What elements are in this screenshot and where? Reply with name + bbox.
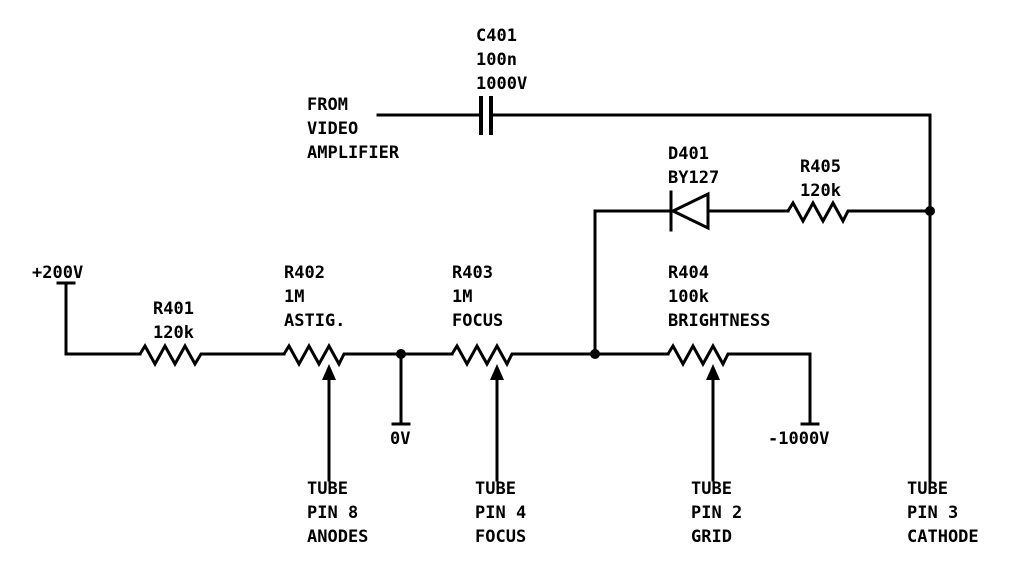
wiper-arrow-r404	[706, 364, 720, 380]
tube-pin-anodes-line-3: ANODES	[307, 527, 368, 547]
tube-pin-focus-line-2: PIN 4	[475, 503, 526, 523]
d401-label-part: BY127	[668, 168, 719, 188]
capacitor-c401	[479, 96, 493, 135]
supply-label-plus-200v: +200V	[32, 263, 83, 283]
supply-terminals	[56, 281, 820, 426]
wire-junction-to-diode	[593, 209, 672, 356]
input-label-line-3: AMPLIFIER	[307, 143, 400, 163]
tube-pin-grid-line-3: GRID	[691, 527, 732, 547]
r402-label-value: 1M	[284, 287, 304, 307]
c401-label-ref: C401	[476, 26, 517, 46]
resistor-r405-zigzag	[786, 199, 852, 225]
wiper-arrows	[322, 364, 720, 380]
resistors	[138, 199, 852, 368]
r405-label-value: 120k	[800, 181, 841, 201]
tube-pin-cathode-line-2: PIN 3	[907, 503, 958, 523]
supply-label-minus-1000v: -1000V	[768, 429, 829, 449]
resistor-r403-zigzag	[450, 342, 516, 368]
wire-r404-to-minus-supply	[730, 352, 812, 426]
supply-label-zero-v: 0V	[390, 429, 410, 449]
resistor-r401-zigzag	[138, 342, 206, 368]
junctions	[396, 206, 935, 359]
wire-supply-to-r401	[64, 281, 142, 356]
r404-label-function: BRIGHTNESS	[668, 311, 770, 331]
r402-label-ref: R402	[284, 263, 325, 283]
wiper-arrow-r402	[322, 364, 336, 380]
tube-pin-grid-line-1: TUBE	[691, 479, 732, 499]
input-label-line-2: VIDEO	[307, 119, 358, 139]
wire-capacitor-to-cathode	[490, 113, 932, 482]
labels: FROM VIDEO AMPLIFIER C401 100n 1000V D40…	[32, 26, 979, 547]
r404-label-value: 100k	[668, 287, 709, 307]
resistor-r402-zigzag	[282, 342, 348, 368]
wiper-arrow-r403	[490, 364, 504, 380]
junction-r402-r403	[396, 349, 406, 359]
tube-pin-anodes-line-1: TUBE	[307, 479, 348, 499]
c401-label-voltage: 1000V	[476, 74, 527, 94]
r401-label-value: 120k	[153, 323, 194, 343]
tube-pin-cathode-line-3: CATHODE	[907, 527, 979, 547]
d401-label-ref: D401	[668, 144, 709, 164]
junction-r403-r404	[590, 349, 600, 359]
junction-cathode	[925, 206, 935, 216]
r403-label-value: 1M	[452, 287, 472, 307]
tube-pin-cathode-line-1: TUBE	[907, 479, 948, 499]
tube-pin-focus-line-1: TUBE	[475, 479, 516, 499]
input-label-line-1: FROM	[307, 95, 348, 115]
r403-label-function: FOCUS	[452, 311, 503, 331]
r401-label-ref: R401	[153, 299, 194, 319]
r405-label-ref: R405	[800, 157, 841, 177]
r403-label-ref: R403	[452, 263, 493, 283]
diode-d401	[669, 190, 710, 232]
r402-label-function: ASTIG.	[284, 311, 345, 331]
tube-pin-focus-line-3: FOCUS	[475, 527, 526, 547]
diode-triangle	[669, 191, 710, 231]
resistor-r404-zigzag	[666, 342, 732, 368]
r404-label-ref: R404	[668, 263, 709, 283]
tube-pin-grid-line-2: PIN 2	[691, 503, 742, 523]
c401-label-value: 100n	[476, 50, 517, 70]
tube-pin-anodes-line-2: PIN 8	[307, 503, 358, 523]
